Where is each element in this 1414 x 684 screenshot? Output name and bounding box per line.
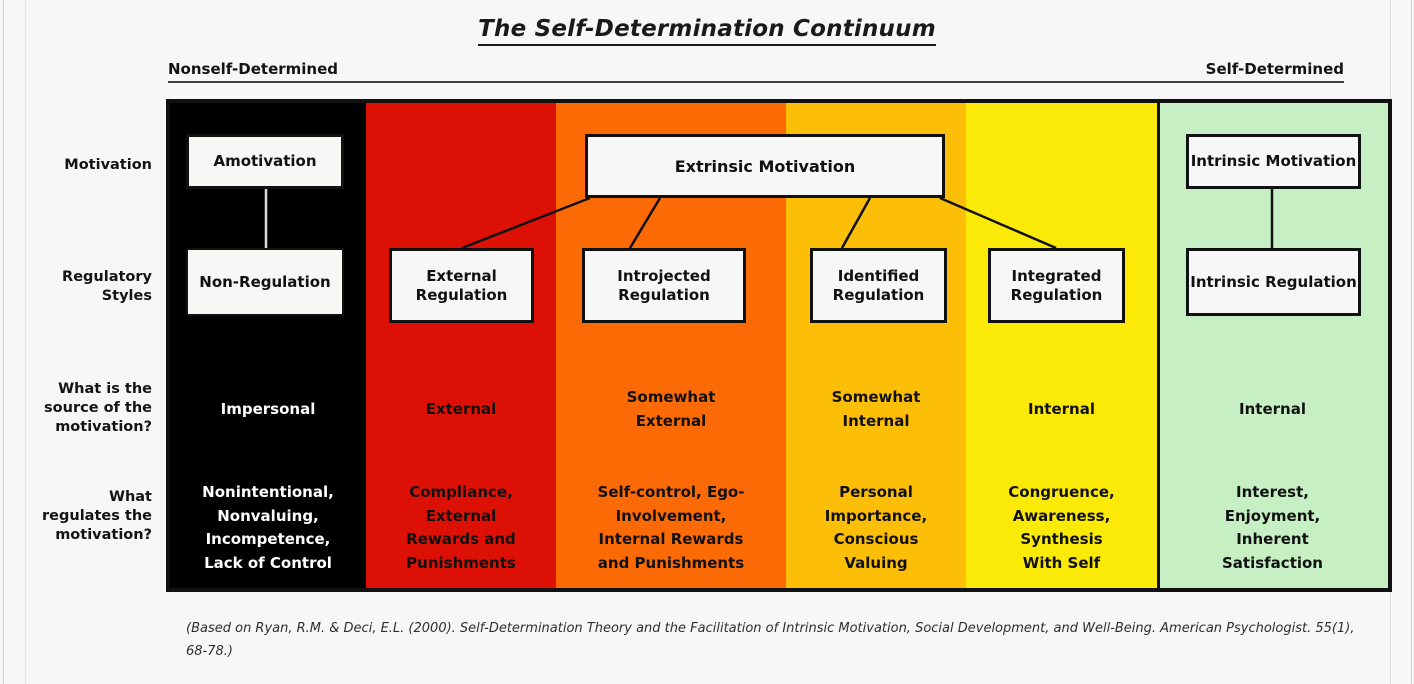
cell-source-intrinsic: Internal: [1239, 400, 1306, 418]
node-non-regulation-label: Non-Regulation: [199, 272, 331, 291]
continuum-rule: [168, 81, 1344, 83]
node-intrinsic-regulation-label: Intrinsic Regulation: [1190, 272, 1357, 291]
band-integrated-regulation: [966, 103, 1157, 588]
node-intrinsic-motivation-label: Intrinsic Motivation: [1190, 152, 1357, 170]
node-extrinsic-motivation-label: Extrinsic Motivation: [674, 156, 856, 176]
cell-regulates-introjected: Self-control, Ego-Involvement,Internal R…: [597, 483, 745, 572]
node-amotivation-label: Amotivation: [213, 152, 317, 170]
cell-source-external: External: [425, 400, 497, 418]
cell-regulates-amotivation: Nonintentional,Nonvaluing,Incompetence,L…: [202, 483, 334, 572]
cell-source-amotivation: Impersonal: [220, 400, 316, 418]
row-label-motivation: Motivation: [64, 157, 152, 173]
continuum-right-label: Self-Determined: [1205, 60, 1344, 78]
page-edge-rule-right: [1411, 0, 1412, 684]
source-citation: (Based on Ryan, R.M. & Deci, E.L. (2000)…: [186, 621, 1355, 659]
diagram-title: The Self-Determination Continuum: [0, 16, 1414, 46]
diagram-title-text: The Self-Determination Continuum: [478, 16, 936, 46]
band-external-regulation: [366, 103, 556, 588]
continuum-axis: Nonself-Determined Self-Determined: [168, 60, 1344, 84]
node-intrinsic-regulation[interactable]: Intrinsic Regulation: [1186, 248, 1361, 316]
page-edge-rule-left-inner: [25, 0, 26, 684]
node-intrinsic-motivation[interactable]: Intrinsic Motivation: [1186, 134, 1361, 189]
continuum-chart-frame: Amotivation Extrinsic Motivation Intrins…: [166, 99, 1392, 592]
continuum-left-label: Nonself-Determined: [168, 60, 338, 78]
node-amotivation[interactable]: Amotivation: [186, 134, 344, 189]
cell-source-integrated: Internal: [1028, 400, 1095, 418]
node-non-regulation[interactable]: Non-Regulation: [186, 248, 344, 316]
node-extrinsic-motivation[interactable]: Extrinsic Motivation: [585, 134, 945, 198]
page-edge-rule-left: [3, 0, 4, 684]
